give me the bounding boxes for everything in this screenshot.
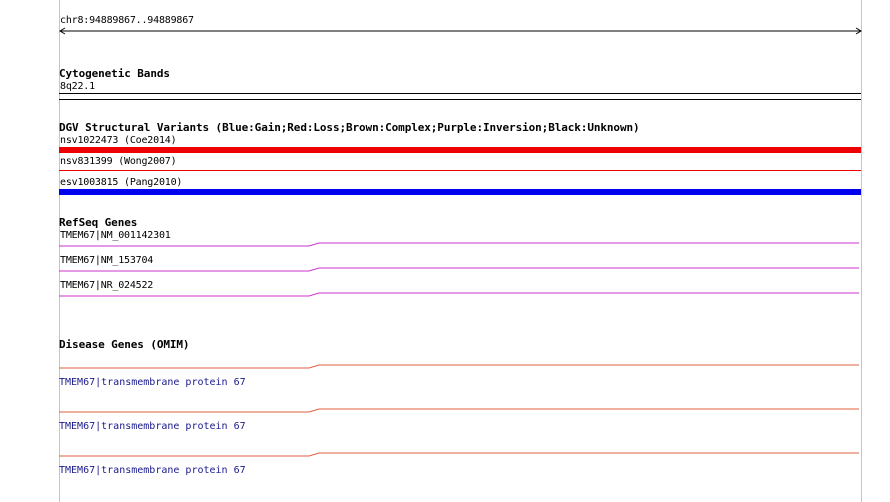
refseq-gene-label[interactable]: TMEM67|NM_153704 <box>60 255 154 266</box>
refseq-gene-model[interactable] <box>59 265 861 273</box>
left-guide-line <box>59 0 60 502</box>
refseq-track-title: RefSeq Genes <box>59 216 138 229</box>
dgv-variant-label[interactable]: esv1003815 (Pang2010) <box>60 177 183 188</box>
cytoband-label: 8q22.1 <box>60 81 95 92</box>
position-label: chr8:94889867..94889867 <box>60 15 194 26</box>
omim-track-title: Disease Genes (OMIM) <box>59 338 190 351</box>
dgv-variant-label[interactable]: nsv831399 (Wong2007) <box>60 156 177 167</box>
omim-gene-label[interactable]: TMEM67|transmembrane protein 67 <box>59 421 246 432</box>
dgv-variant-label[interactable]: nsv1022473 (Coe2014) <box>60 135 177 146</box>
refseq-gene-model[interactable] <box>59 240 861 248</box>
dgv-variant-bar[interactable] <box>59 147 861 153</box>
dgv-variant-bar[interactable] <box>59 170 861 171</box>
dgv-variant-bar[interactable] <box>59 189 861 195</box>
omim-gene-line[interactable] <box>59 406 861 414</box>
position-range-arrow <box>59 27 862 35</box>
omim-gene-line[interactable] <box>59 362 861 370</box>
omim-gene-label[interactable]: TMEM67|transmembrane protein 67 <box>59 465 246 476</box>
right-guide-line <box>861 0 862 502</box>
cytoband-track-title: Cytogenetic Bands <box>59 67 170 80</box>
omim-gene-label[interactable]: TMEM67|transmembrane protein 67 <box>59 377 246 388</box>
refseq-gene-label[interactable]: TMEM67|NM_001142301 <box>60 230 171 241</box>
refseq-gene-label[interactable]: TMEM67|NR_024522 <box>60 280 154 291</box>
dgv-track-title: DGV Structural Variants (Blue:Gain;Red:L… <box>59 121 640 134</box>
refseq-gene-model[interactable] <box>59 290 861 298</box>
omim-gene-line[interactable] <box>59 450 861 458</box>
cytoband-bar[interactable] <box>59 93 861 100</box>
